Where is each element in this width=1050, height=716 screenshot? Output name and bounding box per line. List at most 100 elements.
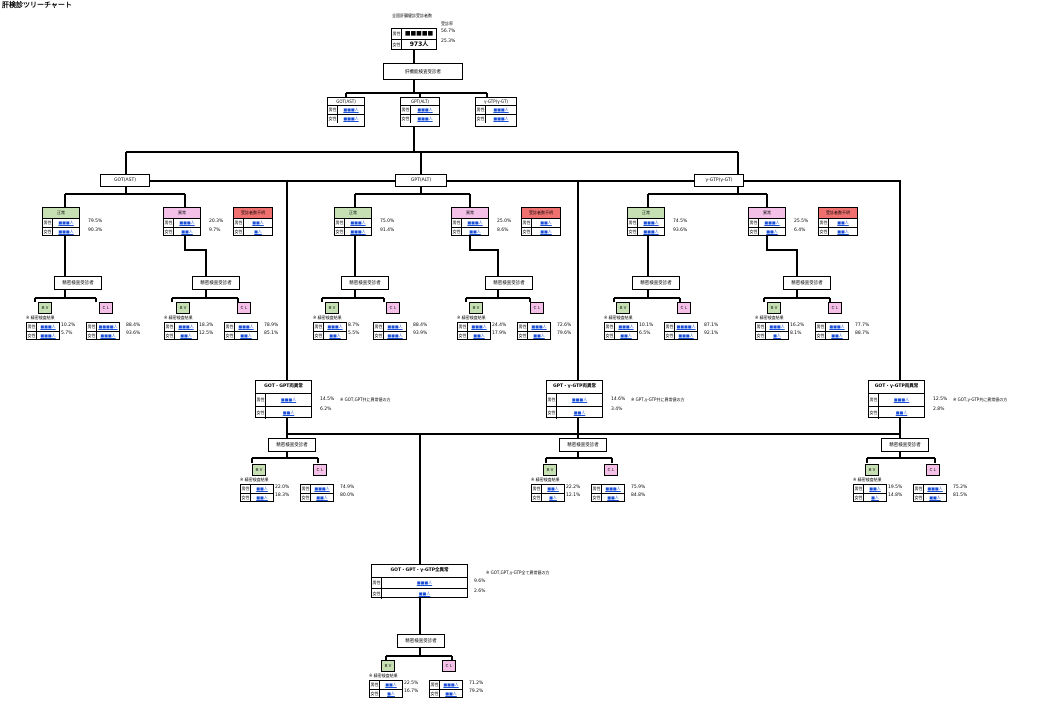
pair-1-sub-step: 精密検査受診者 [559, 438, 607, 452]
branch-0-sub0-note: ※ 精密検査結果 [26, 315, 55, 320]
branch-2-sub1-step: 精密検査受診者 [783, 276, 831, 290]
pair-0-sub-bv-male-link[interactable]: ■■人 [256, 486, 268, 491]
pair-1-sub-bv-mp: 22.2% [566, 485, 581, 490]
pair-2-sub-bv-male-link[interactable]: ■■人 [869, 486, 881, 491]
pair-0-box: GOT・GPT両異常男性■■■人女性■■人 [255, 380, 312, 419]
triple-sub-bv-male-link[interactable]: ■■人 [385, 682, 397, 687]
branch-0-abnormal-female-link[interactable]: ■■人 [181, 229, 193, 234]
branch-0-sub1-cl-female-link[interactable]: ■■人 [240, 333, 252, 338]
branch-1-sub0-bv-male-link[interactable]: ■■■人 [327, 324, 343, 329]
triple-female-link[interactable]: ■■人 [418, 591, 431, 596]
branch-0-sub1-bv-female-link[interactable]: ■■人 [180, 333, 192, 338]
branch-2-abnormal-male-link[interactable]: ■■■人 [764, 220, 780, 225]
branch-2-sub0-cl-male-link[interactable]: ■■■■人 [676, 324, 696, 329]
branch-2-sub1-cl-fp: 88.7% [855, 331, 870, 336]
pair-0-male-link[interactable]: ■■■人 [280, 397, 297, 402]
pair-0-sub-bv-fp: 18.3% [275, 493, 290, 498]
branch-0-unknown-male-link[interactable]: ■■人 [252, 220, 264, 225]
pair-2-sub-cl-female-link[interactable]: ■■人 [929, 495, 941, 500]
branch-1-sub0-bv-female-link[interactable]: ■■人 [329, 333, 341, 338]
pair-2-sub-step: 精密検査受診者 [881, 438, 929, 452]
branch-0-sub0-bv: 男性■■■人女性■■■人 [26, 322, 60, 340]
branch-2-sub1-cl-female-link[interactable]: ■■人 [831, 333, 843, 338]
triple-note: ※ GOT,GPT,γ-GTP全て異常値の方 [486, 570, 550, 575]
branch-1-sub1-note: ※ 精密検査結果 [457, 315, 486, 320]
branch-2-unknown-female-link[interactable]: ■■人 [837, 229, 849, 234]
pair-1-sub-cl-tag: ＣＬ [604, 464, 618, 476]
branch-1-unknown-female-link[interactable]: ■■人 [540, 229, 552, 234]
branch-0-sub0-bv-male-link[interactable]: ■■■人 [40, 324, 56, 329]
pair-1-sub-bv-male-link[interactable]: ■■人 [547, 486, 559, 491]
branch-got-header: GOT(AST) [100, 174, 150, 187]
branch-1-sub1-cl-fp: 79.6% [557, 331, 572, 336]
pair-1-sub-bv-female-link[interactable]: ■人 [549, 495, 557, 500]
triple-sub-bv-female-link[interactable]: ■人 [387, 691, 395, 696]
branch-2-sub0-cl-female-link[interactable]: ■■■人 [678, 333, 694, 338]
branch-2-abnormal-female-link[interactable]: ■■人 [766, 229, 778, 234]
test-ggt: γ-GTP(γ-GT) 男性■■■人 女性■■■人 [475, 97, 517, 127]
branch-2-abnormal-fp: 6.4% [794, 228, 806, 233]
branch-1-sub0-cl-male-link[interactable]: ■■■人 [387, 324, 403, 329]
branch-1-abnormal-male-link[interactable]: ■■■人 [467, 220, 483, 225]
branch-2-sub1-bv-mp: 16.2% [790, 323, 805, 328]
branch-2-sub0-bv-male-link[interactable]: ■■■人 [618, 324, 634, 329]
branch-0-sub0-bv-tag: ＢＶ [38, 302, 52, 314]
branch-1-sub1-cl-female-link[interactable]: ■■人 [533, 333, 545, 338]
pair-2-male-link[interactable]: ■■■人 [893, 397, 910, 402]
pair-2-sub-bv-female-link[interactable]: ■人 [871, 495, 879, 500]
branch-1-sub1-bv-male-link[interactable]: ■■■人 [471, 324, 487, 329]
pair-1-sub-cl: 男性■■■人女性■■人 [591, 484, 625, 502]
step1-box: 肝機能検査受診者 [383, 63, 463, 80]
pair-0-sub-bv-female-link[interactable]: ■■人 [256, 495, 268, 500]
branch-2-sub1-bv-female-link[interactable]: ■人 [773, 333, 781, 338]
triple-sub-cl-female-link[interactable]: ■■人 [445, 691, 457, 696]
branch-0-sub0-bv-female-link[interactable]: ■■■人 [40, 333, 56, 338]
branch-1-sub1-cl: 男性■■■人女性■■人 [517, 322, 551, 340]
branch-0-normal-female-link[interactable]: ■■■人 [58, 229, 74, 234]
branch-0-normal-male-link[interactable]: ■■■人 [58, 220, 74, 225]
pair-0-sub-cl-male-link[interactable]: ■■■人 [314, 486, 330, 491]
branch-1-unknown-male-link[interactable]: ■■人 [540, 220, 552, 225]
branch-2-sub1-bv-male-link[interactable]: ■■■人 [769, 324, 785, 329]
pair-1-sub-cl-fp: 84.8% [631, 493, 646, 498]
branch-0-sub1-bv-male-link[interactable]: ■■■人 [178, 324, 194, 329]
pair-0-female-link[interactable]: ■■人 [282, 410, 295, 415]
branch-2-normal-male-link[interactable]: ■■■人 [643, 220, 659, 225]
triple-sub-cl-male-link[interactable]: ■■■人 [443, 682, 459, 687]
triple-male-link[interactable]: ■■■人 [416, 580, 433, 585]
branch-1-normal-female-link[interactable]: ■■■人 [350, 229, 366, 234]
branch-1-abnormal-female-link[interactable]: ■■人 [469, 229, 481, 234]
pair-1-male-link[interactable]: ■■■人 [571, 397, 588, 402]
branch-0-abnormal-male-link[interactable]: ■■■人 [179, 220, 195, 225]
pair-0-sub-bv: 男性■■人女性■■人 [240, 484, 274, 502]
page-title: 肝検診ツリーチャート [2, 1, 72, 9]
branch-0-sub0-cl-female-link[interactable]: ■■■人 [100, 333, 116, 338]
pair-1-sub-cl-female-link[interactable]: ■■人 [607, 495, 619, 500]
branch-2-unknown-male-link[interactable]: ■■人 [837, 220, 849, 225]
pair-1-female-link[interactable]: ■■人 [573, 410, 586, 415]
branch-1-sub1-cl-mp: 72.6% [557, 323, 572, 328]
branch-0-sub1-cl-male-link[interactable]: ■■■人 [238, 324, 254, 329]
branch-2-sub1-cl: 男性■■■人女性■■人 [815, 322, 849, 340]
pair-0-note: ※ GOT,GPT共に異常値の方 [340, 397, 391, 402]
pair-2-female-link[interactable]: ■■人 [895, 410, 908, 415]
branch-0-sub0-cl-male-link[interactable]: ■■■■人 [98, 324, 118, 329]
branch-1-sub1-cl-male-link[interactable]: ■■■人 [531, 324, 547, 329]
branch-1-normal: 男性■■■人女性■■■人 [334, 218, 372, 236]
triple-sub-step: 精密検査受診者 [397, 634, 445, 648]
triple-fp: 2.6% [474, 589, 486, 594]
branch-1-sub0-cl-female-link[interactable]: ■■■人 [387, 333, 403, 338]
branch-0-sub1-bv-tag: ＢＶ [176, 302, 190, 314]
branch-2-sub0-bv-female-link[interactable]: ■■人 [620, 333, 632, 338]
branch-2-normal-female-link[interactable]: ■■■人 [643, 229, 659, 234]
branch-2-sub0-cl-tag: ＣＬ [677, 302, 691, 314]
branch-2-sub1-cl-male-link[interactable]: ■■■人 [829, 324, 845, 329]
pair-2-sub-cl-male-link[interactable]: ■■■人 [927, 486, 943, 491]
branch-1-normal-male-link[interactable]: ■■■人 [350, 220, 366, 225]
pair-0-sub-cl-female-link[interactable]: ■■人 [316, 495, 328, 500]
branch-0-unknown-female-link[interactable]: ■人 [254, 229, 262, 234]
branch-1-sub0-note: ※ 精密検査結果 [313, 315, 342, 320]
pair-0-sub-cl-fp: 80.0% [340, 493, 355, 498]
pair-1-sub-cl-male-link[interactable]: ■■■人 [605, 486, 621, 491]
branch-1-sub1-bv-female-link[interactable]: ■■人 [473, 333, 485, 338]
